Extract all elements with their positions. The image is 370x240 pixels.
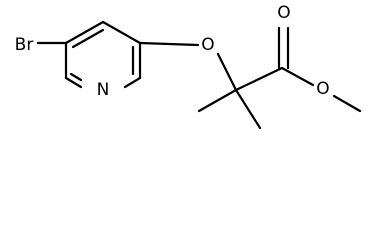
double-bond-c3-c4-inner <box>71 28 105 49</box>
carbonyl-oxygen-label: O <box>277 3 290 23</box>
bond-quaternary-c-methyl-down <box>234 88 262 130</box>
bond-n-c2 <box>64 76 83 89</box>
pyridine-nitrogen-label: N <box>97 80 110 100</box>
ester-oxygen-label: O <box>316 79 329 99</box>
pyridine-ring <box>64 20 142 89</box>
bond-o-quaternary-c <box>216 52 238 92</box>
chemical-structure-diagram: Br N O O O <box>15 3 362 130</box>
bond-quaternary-c-carbonyl-c <box>234 66 284 92</box>
bond-c3-c4 <box>64 20 105 45</box>
bond-c6-o <box>138 41 200 47</box>
bond-c4-c5 <box>101 20 142 45</box>
bond-ester-o-methyl <box>332 94 362 113</box>
bond-carbonyl-c-ester-o <box>280 66 315 87</box>
bond-c6-n <box>123 76 142 89</box>
double-bond-n-c2-inner <box>69 72 83 82</box>
ether-oxygen-label: O <box>201 35 214 55</box>
bond-quaternary-c-methyl-left <box>197 88 238 113</box>
bromine-label: Br <box>15 35 34 55</box>
